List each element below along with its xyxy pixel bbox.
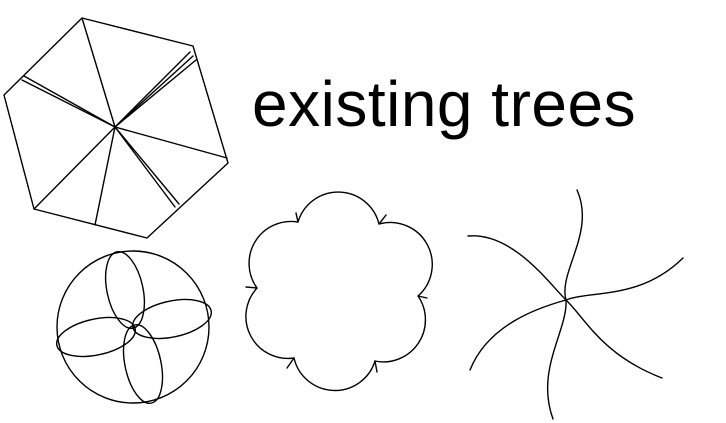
pinwheel-arm (566, 300, 662, 378)
petal (117, 321, 169, 407)
hexagon-spoke (115, 127, 179, 204)
pinwheel-tree-symbol (468, 190, 683, 419)
pinwheel-arm (468, 236, 566, 300)
four-petal-tree-symbol (53, 248, 215, 407)
scallop-tick (296, 213, 298, 222)
scallop-tick (375, 361, 377, 372)
scalloped-outline (246, 192, 432, 390)
scalloped-canopy-tree-symbol (246, 192, 432, 390)
hexagon-spoke (95, 127, 115, 225)
hexagon-spoke (115, 52, 190, 127)
hexagon-spoke (115, 56, 193, 127)
scallop-tick (246, 287, 257, 288)
pinwheel-arm (565, 190, 583, 300)
petal (53, 311, 139, 363)
hexagon-spoke (115, 127, 227, 158)
hexagon-tree-symbol (4, 18, 228, 238)
pinwheel-arm (566, 258, 683, 300)
scallop-tick (287, 358, 294, 368)
pinwheel-arm (548, 300, 566, 419)
hexagon-spoke (34, 127, 115, 209)
hexagon-spoke (115, 60, 196, 127)
hexagon-spoke (115, 127, 175, 207)
legend-title: existing trees (252, 72, 636, 136)
